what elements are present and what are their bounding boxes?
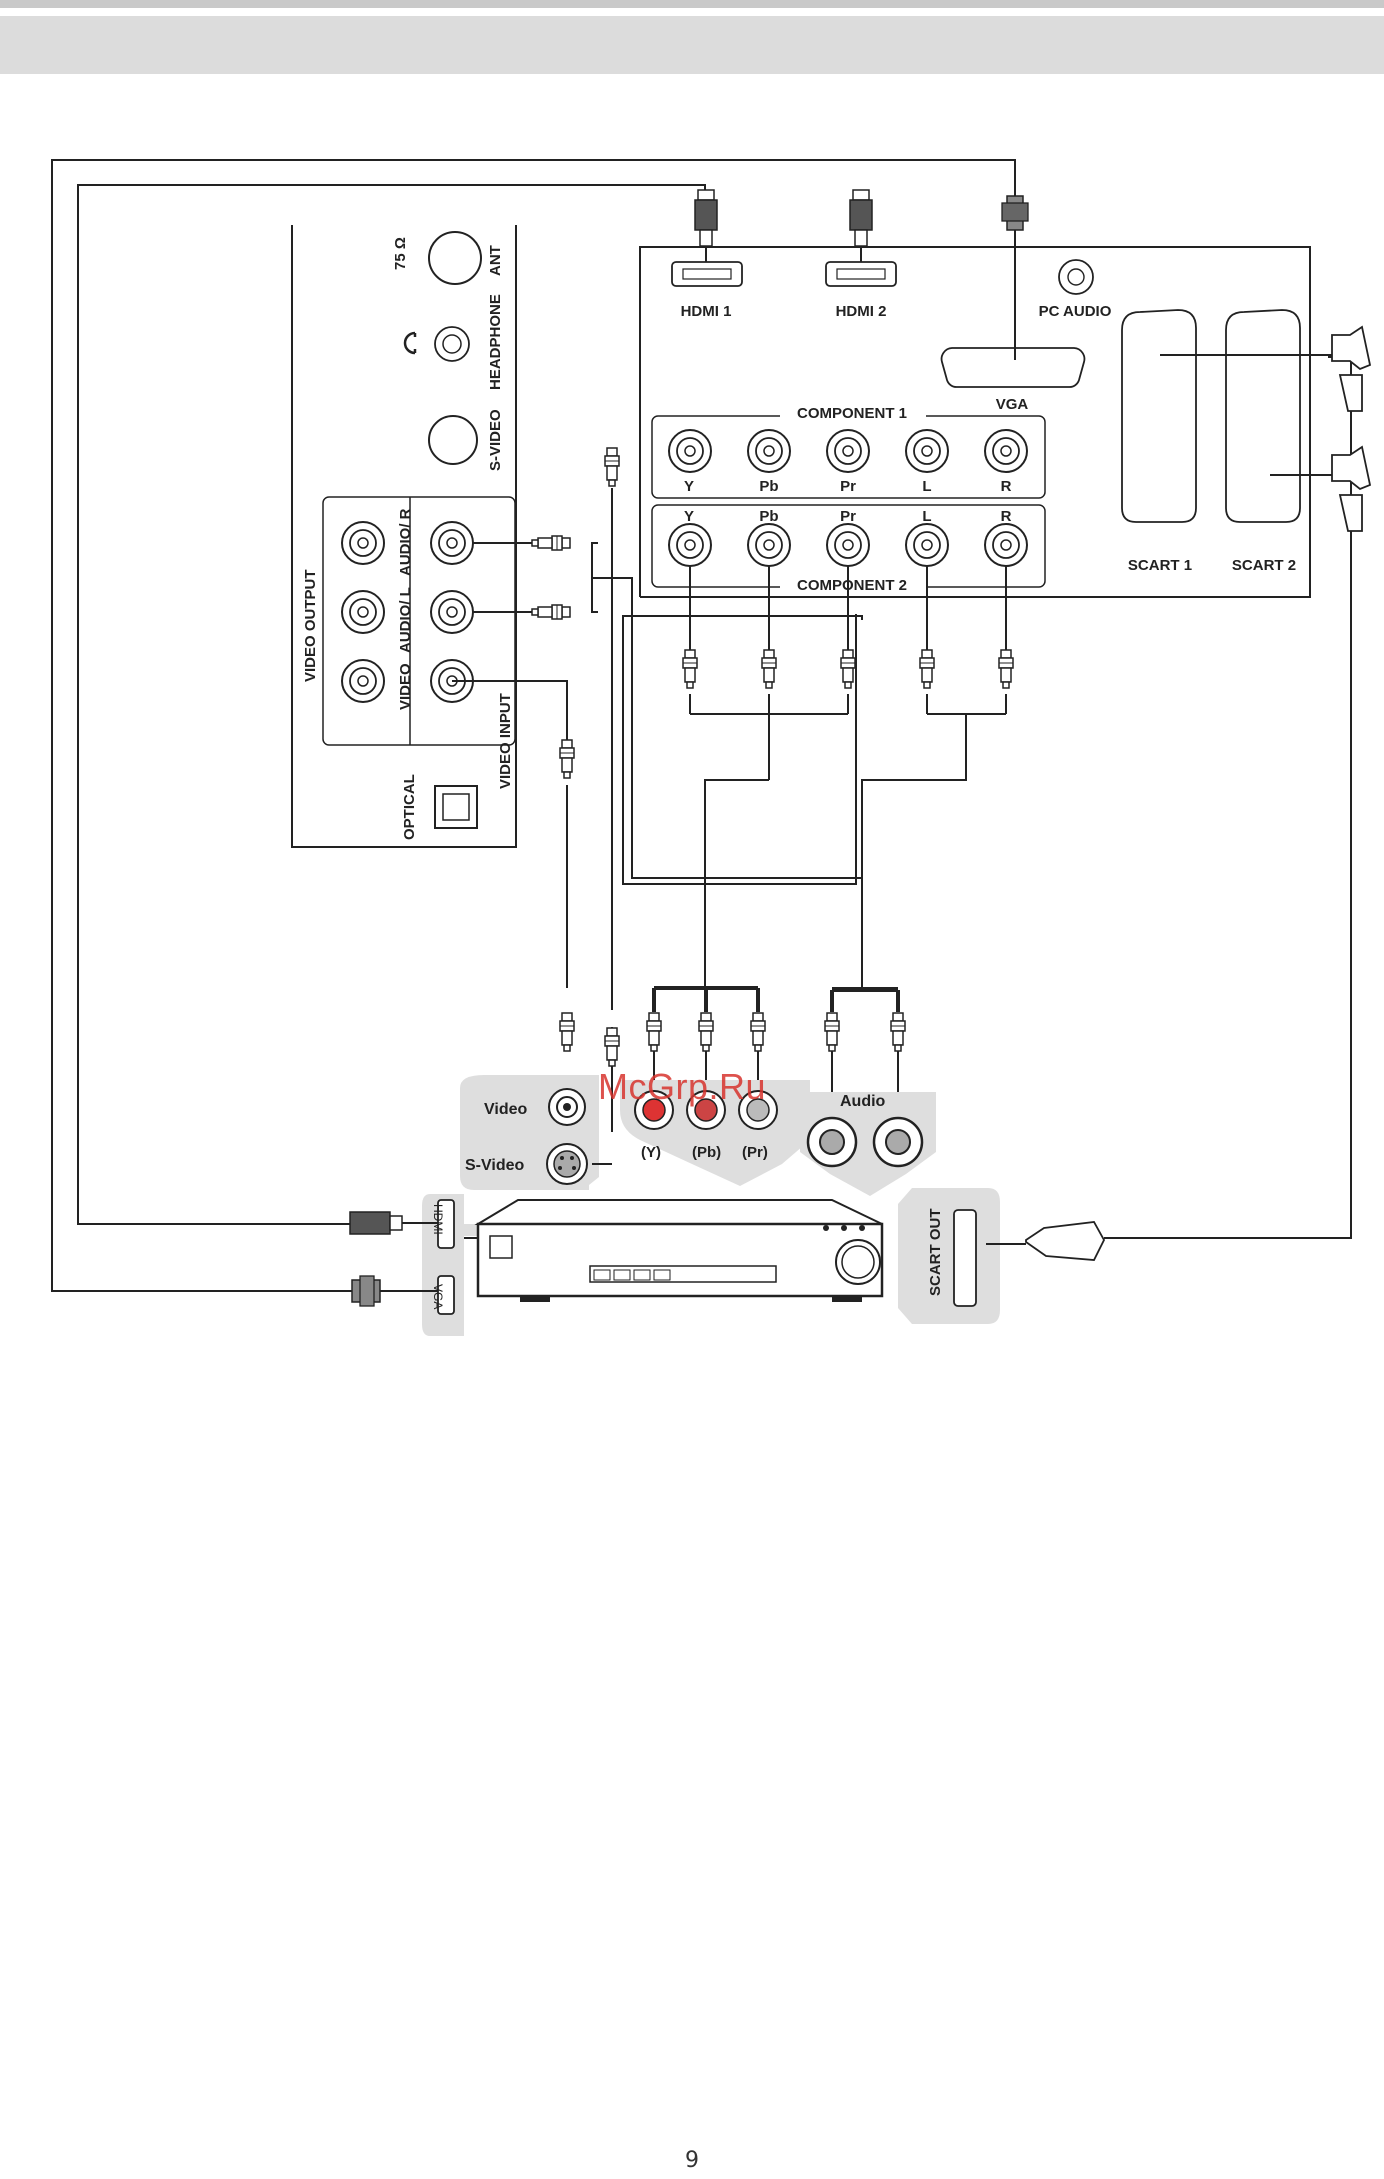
svg-text:Y: Y xyxy=(684,508,694,525)
svg-text:Pb: Pb xyxy=(759,478,778,495)
svg-text:L: L xyxy=(922,478,931,495)
svg-text:Video: Video xyxy=(484,1101,528,1118)
scart2-port xyxy=(1226,310,1300,522)
svg-text:VIDEO INPUT: VIDEO INPUT xyxy=(497,693,514,789)
svg-text:ANT: ANT xyxy=(487,245,504,276)
svg-text:(Pr): (Pr) xyxy=(742,1144,768,1161)
svg-text:VIDEO OUTPUT: VIDEO OUTPUT xyxy=(302,569,319,682)
svg-text:L: L xyxy=(922,508,931,525)
svg-text:VGA: VGA xyxy=(431,1284,445,1309)
svg-text:Y: Y xyxy=(684,478,694,495)
svg-text:VIDEO: VIDEO xyxy=(397,663,414,710)
svg-text:(Y): (Y) xyxy=(641,1144,661,1161)
svg-text:75 Ω: 75 Ω xyxy=(392,237,409,270)
svg-text:PC AUDIO: PC AUDIO xyxy=(1039,303,1112,320)
svg-text:Audio: Audio xyxy=(840,1093,886,1110)
svg-text:HDMI 1: HDMI 1 xyxy=(681,303,732,320)
page-number: 9 xyxy=(0,2148,1384,2173)
svg-text:SCART 1: SCART 1 xyxy=(1128,557,1192,574)
svg-text:COMPONENT 2: COMPONENT 2 xyxy=(797,577,907,594)
hdmi-plug xyxy=(850,200,872,230)
svg-text:R: R xyxy=(1001,508,1012,525)
scart1-port xyxy=(1122,310,1196,522)
svg-text:VGA: VGA xyxy=(996,396,1029,413)
svg-text:HEADPHONE: HEADPHONE xyxy=(487,294,504,390)
svg-text:COMPONENT 1: COMPONENT 1 xyxy=(797,405,907,422)
scart-plug xyxy=(1026,1222,1104,1260)
svg-text:S-Video: S-Video xyxy=(465,1157,525,1174)
svg-text:Pr: Pr xyxy=(840,478,856,495)
svg-text:SCART OUT: SCART OUT xyxy=(927,1209,944,1297)
svg-text:AUDIO/ L: AUDIO/ L xyxy=(397,587,414,653)
hdmi-plug xyxy=(695,200,717,230)
svideo-jack xyxy=(429,416,477,464)
svg-text:S-VIDEO: S-VIDEO xyxy=(487,409,504,471)
svg-text:AUDIO/ R: AUDIO/ R xyxy=(397,508,414,576)
svg-text:(Pb): (Pb) xyxy=(692,1144,721,1161)
ant-jack xyxy=(429,232,481,284)
hdmi-plug xyxy=(350,1212,390,1234)
vga-port xyxy=(942,348,1085,387)
headphone-icon xyxy=(405,333,415,353)
svg-text:OPTICAL: OPTICAL xyxy=(401,774,418,840)
watermark: McGrp.Ru xyxy=(598,1066,766,1108)
svg-text:SCART 2: SCART 2 xyxy=(1232,557,1296,574)
tv-rear-panel xyxy=(640,247,1310,597)
scart-out-port xyxy=(954,1210,976,1306)
svg-text:R: R xyxy=(1001,478,1012,495)
svg-text:HDMI 2: HDMI 2 xyxy=(836,303,887,320)
svg-text:Pb: Pb xyxy=(759,508,778,525)
svg-text:HDMI: HDMI xyxy=(431,1204,445,1235)
svg-text:Pr: Pr xyxy=(840,508,856,525)
dvd-player xyxy=(464,1200,882,1302)
